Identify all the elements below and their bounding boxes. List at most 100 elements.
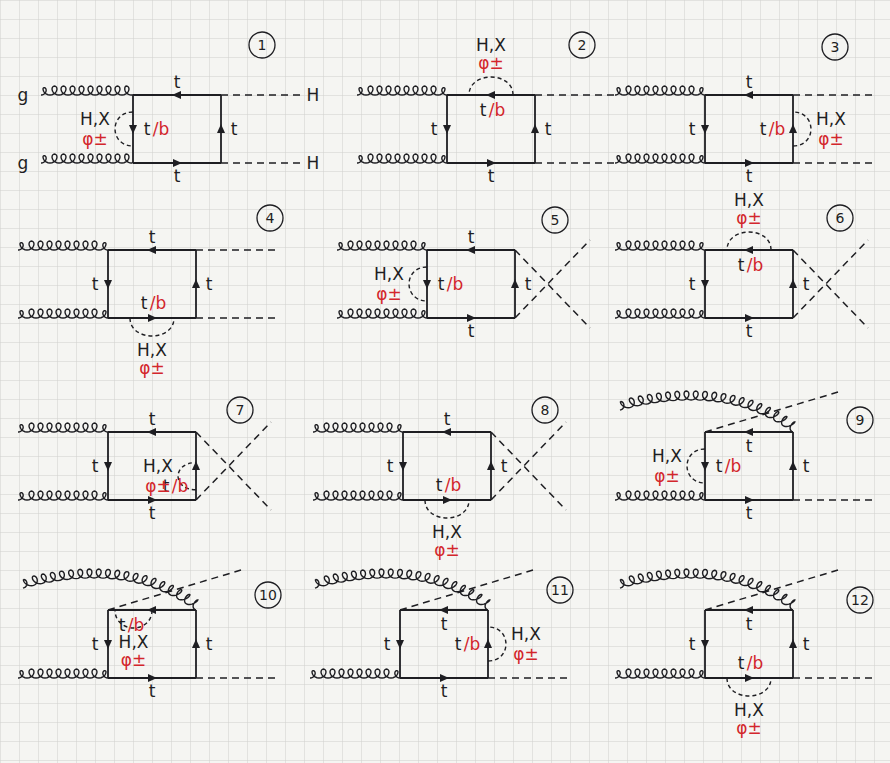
line-label: t — [689, 276, 696, 293]
line-label: φ± — [121, 652, 146, 669]
line-label: /b — [489, 102, 506, 119]
fermion-arrow — [104, 280, 112, 289]
diagram-number: 9 — [856, 413, 865, 427]
loop-scalar — [488, 627, 506, 661]
diagram-number: 1 — [258, 38, 267, 52]
line-label: t — [488, 168, 495, 185]
scalar-line — [196, 317, 276, 319]
gluon-line — [313, 423, 403, 432]
diagram-number: 7 — [236, 403, 245, 417]
line-label: t — [438, 276, 445, 293]
line-label: t — [431, 121, 438, 138]
fermion-arrow — [399, 462, 407, 471]
line-label: H,X — [476, 37, 506, 54]
fermion-arrow — [789, 279, 797, 288]
line-label: t — [206, 276, 213, 293]
line-label: H — [307, 155, 320, 172]
line-label: /b — [464, 636, 481, 653]
line-label: φ± — [145, 478, 170, 495]
line-label: t — [468, 323, 475, 340]
line-label: /b — [447, 276, 464, 293]
line-label: t — [746, 168, 753, 185]
line-label: H,X — [734, 192, 764, 209]
line-label: t — [149, 411, 156, 428]
line-label: t — [436, 477, 443, 494]
line-label: t — [716, 458, 723, 475]
fermion-arrow — [745, 674, 754, 682]
fermion-arrow — [745, 159, 754, 167]
fermion-arrow — [701, 640, 709, 649]
gluon-line — [18, 491, 108, 500]
fermion-arrow — [486, 91, 495, 99]
line-label: /b — [153, 121, 170, 138]
fermion-arrow — [423, 280, 431, 289]
scalar-line — [793, 240, 868, 318]
number-circle — [827, 205, 853, 231]
line-label: φ± — [82, 131, 107, 148]
number-circle — [249, 32, 275, 58]
line-label: /b — [769, 121, 786, 138]
line-label: φ± — [478, 55, 503, 72]
line-label: t — [803, 458, 810, 475]
gluon-line — [18, 423, 108, 432]
fermion-arrow — [484, 639, 492, 648]
gluon-line — [23, 569, 198, 610]
loop-scalar — [793, 112, 811, 146]
fermion-arrow — [443, 496, 452, 504]
fermion-arrow — [129, 125, 137, 134]
loop-scalar — [115, 112, 133, 146]
fermion-arrow — [466, 246, 475, 254]
gluon-line — [313, 491, 403, 500]
line-label: H,X — [143, 458, 173, 475]
scalar-line — [108, 570, 241, 610]
line-label: t — [144, 121, 151, 138]
line-label: /b — [128, 617, 145, 634]
number-circle — [532, 397, 558, 423]
fermion-arrow — [442, 428, 451, 436]
line-label: φ± — [434, 542, 459, 559]
gluon-line — [620, 391, 795, 432]
line-label: t — [92, 276, 99, 293]
diagram-number: 8 — [541, 403, 550, 417]
line-label: t — [746, 505, 753, 522]
line-label: /b — [747, 257, 764, 274]
line-label: t — [738, 257, 745, 274]
fermion-arrow — [789, 124, 797, 133]
scalar-line — [793, 499, 873, 501]
fermion-arrow — [511, 279, 519, 288]
line-label: t — [468, 229, 475, 246]
fermion-arrow — [487, 159, 496, 167]
scalar-line — [535, 94, 615, 96]
fermion-arrow — [147, 246, 156, 254]
gluon-line — [18, 669, 108, 678]
line-label: t — [149, 683, 156, 700]
line-label: t — [501, 458, 508, 475]
line-label: t — [174, 74, 181, 91]
fermion-arrow — [217, 124, 225, 133]
fermion-arrow — [192, 639, 200, 648]
scalar-line — [488, 677, 568, 679]
line-label: φ± — [818, 131, 843, 148]
line-label: t — [689, 636, 696, 653]
line-label: H,X — [816, 111, 846, 128]
line-label: t — [803, 276, 810, 293]
scalar-line — [491, 422, 566, 500]
diagram-number: 6 — [836, 211, 845, 225]
fermion-arrow — [744, 246, 753, 254]
number-circle — [847, 407, 873, 433]
fermion-arrow — [744, 428, 753, 436]
line-label: φ± — [376, 286, 401, 303]
fermion-arrow — [701, 280, 709, 289]
line-label: t — [746, 438, 753, 455]
line-label: H,X — [374, 266, 404, 283]
fermion-arrow — [467, 314, 476, 322]
line-label: t — [545, 121, 552, 138]
gluon-line — [357, 86, 447, 95]
fermion-arrow — [744, 91, 753, 99]
line-label: φ± — [736, 720, 761, 737]
gluon-line — [315, 569, 490, 610]
line-label: t — [384, 636, 391, 653]
gluon-line — [41, 154, 133, 163]
